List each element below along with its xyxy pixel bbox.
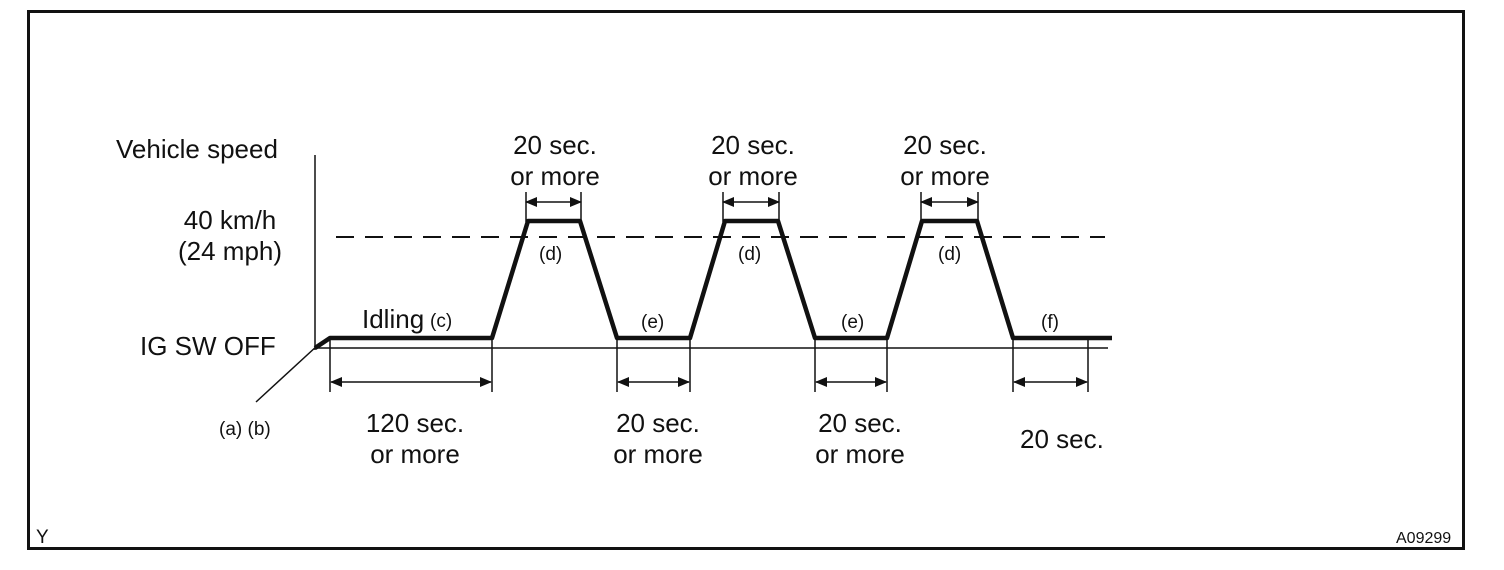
stop-2-duration-line2: or more xyxy=(815,439,905,469)
drive-3-duration: 20 sec. or more xyxy=(885,130,1005,192)
ab-leader-line xyxy=(255,344,319,403)
base-level-label: IG SW OFF xyxy=(140,331,276,361)
step-c-tag: (c) xyxy=(430,311,453,332)
step-e-tag-2: (e) xyxy=(841,312,865,333)
step-d-tag-1: (d) xyxy=(539,244,563,265)
step-d-tag-3: (d) xyxy=(938,244,962,265)
idling-duration-line2: or more xyxy=(370,439,460,469)
y-axis-title: Vehicle speed xyxy=(116,134,278,164)
speed-trace xyxy=(313,218,1112,350)
drive-2-duration-line2: or more xyxy=(708,161,798,191)
stop-1-duration-line1: 20 sec. xyxy=(616,408,700,438)
step-c-idling-label: Idling xyxy=(362,304,425,334)
step-f-tag: (f) xyxy=(1041,312,1059,333)
stop-2-duration: 20 sec. or more xyxy=(800,408,920,470)
drive-3-duration-line1: 20 sec. xyxy=(903,130,987,160)
drive-1-duration: 20 sec. or more xyxy=(495,130,615,192)
idling-duration: 120 sec. or more xyxy=(355,408,475,470)
drive-1-duration-line2: or more xyxy=(510,161,600,191)
stop-1-duration: 20 sec. or more xyxy=(598,408,718,470)
step-d-tag-2: (d) xyxy=(738,244,762,265)
speed-level-kmh: 40 km/h xyxy=(183,205,277,235)
diagram-frame xyxy=(27,10,1465,550)
step-ab-label: (a) (b) xyxy=(219,419,271,440)
speed-level-mph: (24 mph) xyxy=(178,236,283,266)
drive-3-duration-line2: or more xyxy=(900,161,990,191)
speed-level-label: 40 km/h (24 mph) xyxy=(178,205,282,267)
drive-1-duration-line1: 20 sec. xyxy=(513,130,597,160)
figure-code: A09299 xyxy=(1396,530,1452,547)
drive-2-duration: 20 sec. or more xyxy=(693,130,813,192)
step-e-tag-1: (e) xyxy=(641,312,665,333)
corner-mark: Y xyxy=(36,527,49,548)
final-duration: 20 sec. xyxy=(1020,424,1104,454)
stop-1-duration-line2: or more xyxy=(613,439,703,469)
drive-2-duration-line1: 20 sec. xyxy=(711,130,795,160)
stop-2-duration-line1: 20 sec. xyxy=(818,408,902,438)
idling-duration-line1: 120 sec. xyxy=(365,408,465,438)
